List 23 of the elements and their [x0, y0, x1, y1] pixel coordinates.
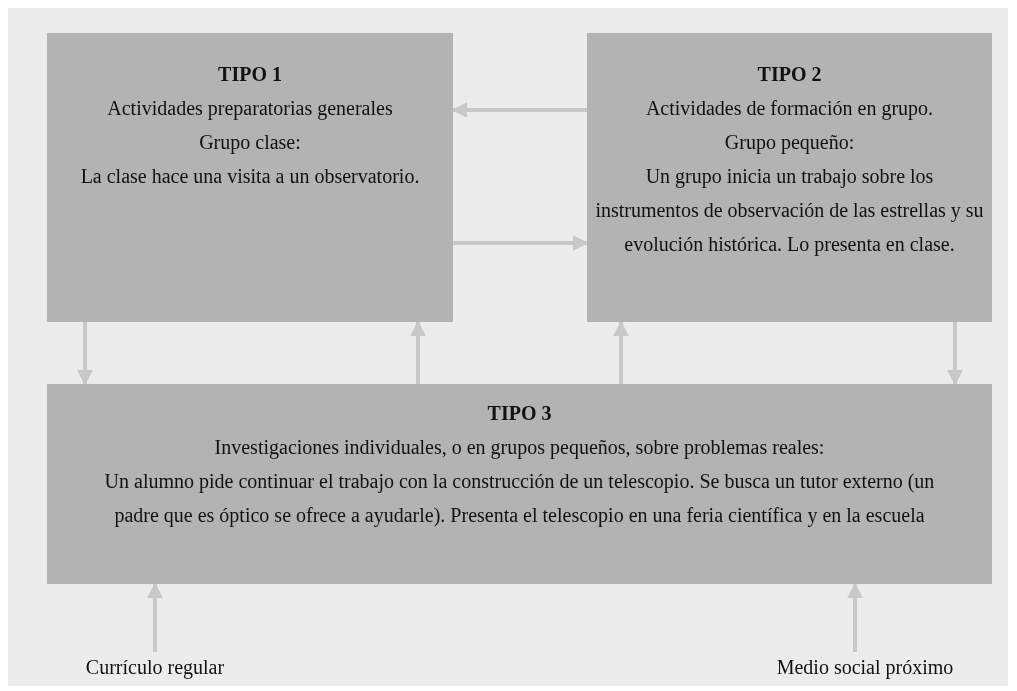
- arrow: [147, 582, 163, 652]
- box-text: La clase hace una visita a un observatorio.: [80, 164, 420, 189]
- box-heading: TIPO 2: [757, 62, 822, 87]
- box-text: Grupo clase:: [199, 130, 301, 156]
- arrow: [613, 320, 629, 384]
- box-heading: TIPO 3: [487, 401, 552, 426]
- box-text: Un alumno pide continuar el trabajo con la construcción de un telescopio. Se busca un tutor externo (un padre que es óptico se ofrece a ayudarle). Presenta el telescopio en una feria científica y en la escuela: [103, 469, 936, 529]
- activity-box: [587, 33, 992, 322]
- box-text: Investigaciones individuales, o en grupos pequeños, sobre problemas reales:: [214, 435, 825, 461]
- box-heading: TIPO 1: [218, 62, 282, 87]
- box-text: Actividades preparatorias generales: [107, 96, 393, 122]
- arrow: [77, 322, 93, 386]
- arrow: [947, 322, 963, 386]
- arrow: [453, 235, 589, 251]
- source-label: Medio social próximo: [730, 652, 1000, 682]
- box-text: Un grupo inicia un trabajo sobre los instrumentos de observación de las estrellas y su evolución histórica. Lo presenta en clase.: [595, 164, 984, 258]
- box-text: Grupo pequeño:: [724, 130, 855, 156]
- source-label: Currículo regular: [40, 652, 270, 682]
- box-text: Actividades de formación en grupo.: [645, 96, 934, 122]
- activity-box: [47, 384, 992, 584]
- arrow: [847, 582, 863, 652]
- activity-box: [47, 33, 453, 322]
- arrow: [410, 320, 426, 384]
